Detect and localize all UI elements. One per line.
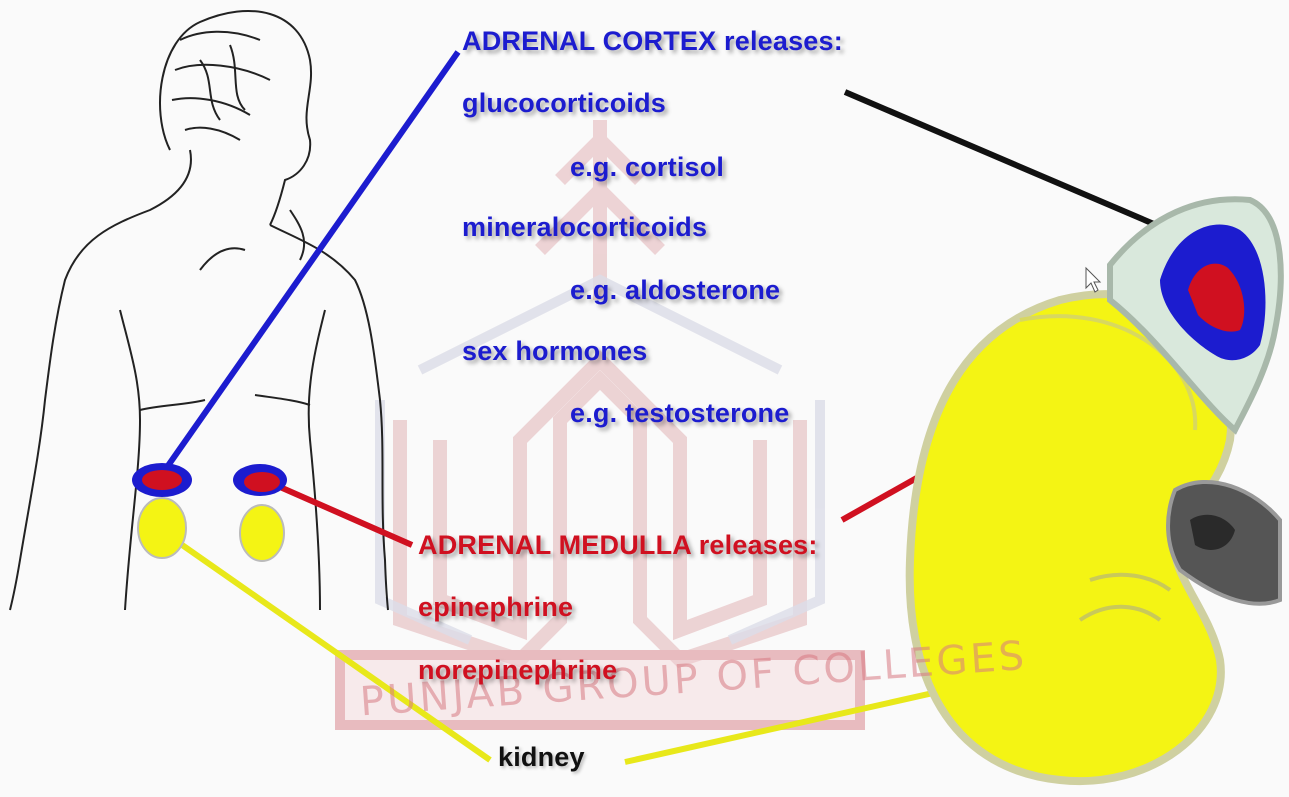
cortex-heading: ADRENAL CORTEX releases: bbox=[462, 26, 843, 57]
cortex-item-glucocorticoids: glucocorticoids bbox=[462, 88, 666, 119]
human-figure bbox=[10, 11, 388, 610]
left-adrenal-gland bbox=[132, 463, 192, 558]
right-adrenal-gland bbox=[233, 464, 287, 561]
medulla-item-epinephrine: epinephrine bbox=[418, 592, 573, 623]
cortex-item-mineralocorticoids: mineralocorticoids bbox=[462, 212, 707, 243]
mouse-cursor-icon bbox=[1086, 268, 1100, 292]
cortex-item-sex-hormones: sex hormones bbox=[462, 336, 647, 367]
cortex-item-cortisol: e.g. cortisol bbox=[570, 152, 724, 183]
cortex-item-aldosterone: e.g. aldosterone bbox=[570, 275, 780, 306]
medulla-heading: ADRENAL MEDULLA releases: bbox=[418, 530, 818, 561]
medulla-item-norepinephrine: norepinephrine bbox=[418, 655, 617, 686]
medulla-pointer-line bbox=[280, 487, 412, 545]
kidney-label: kidney bbox=[498, 742, 585, 773]
cortex-item-testosterone: e.g. testosterone bbox=[570, 398, 789, 429]
